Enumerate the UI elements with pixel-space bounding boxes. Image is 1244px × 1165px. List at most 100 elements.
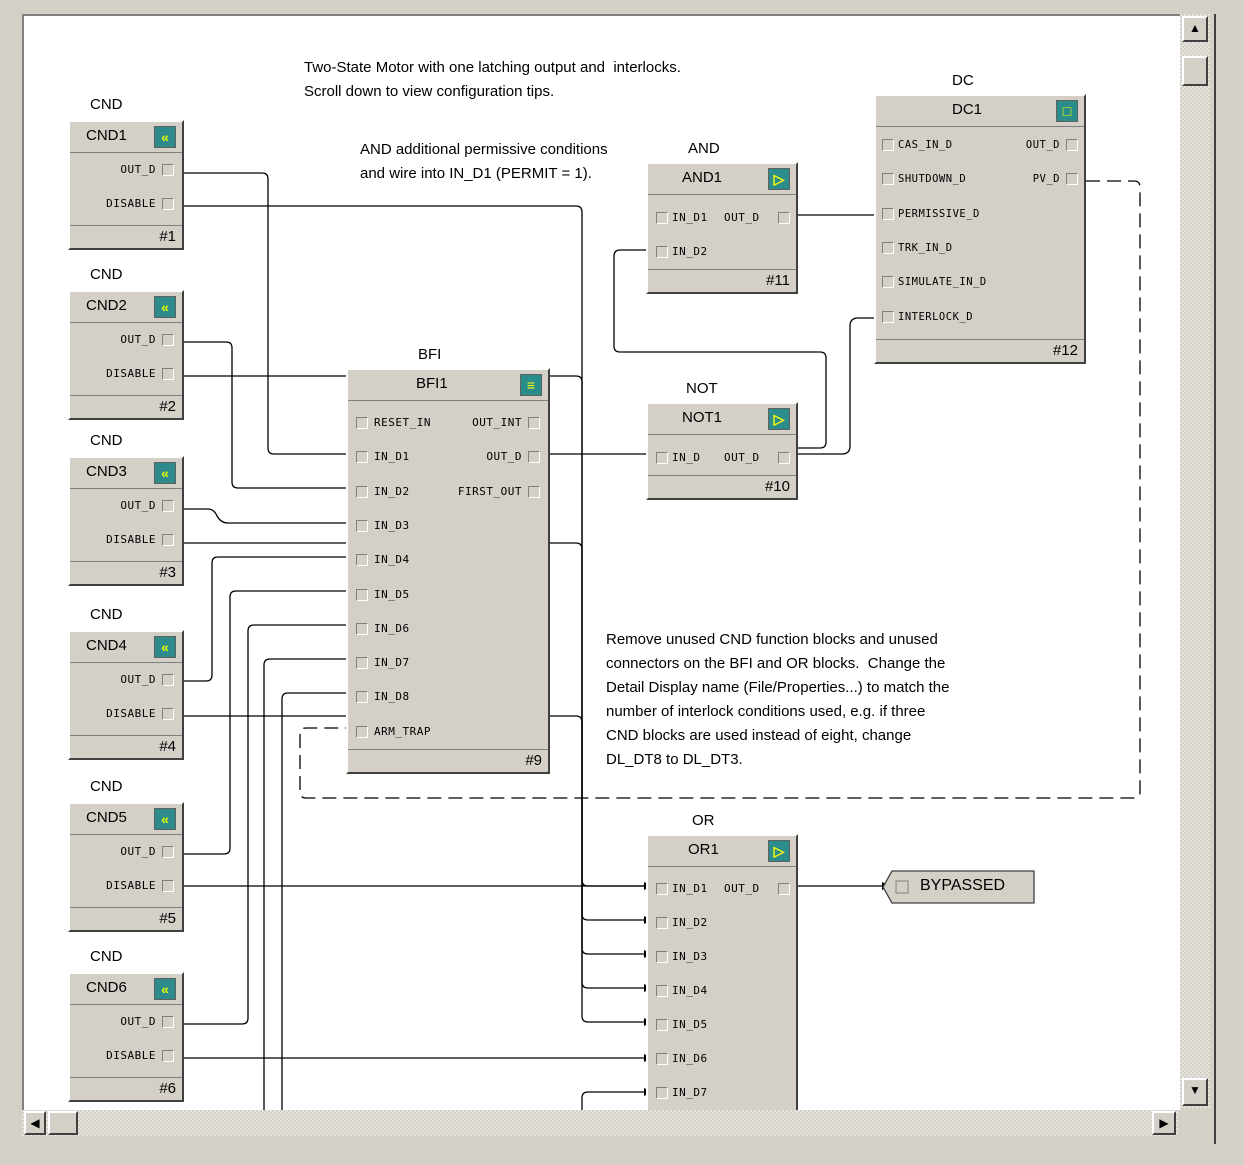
wire: [182, 508, 346, 524]
cnd-pin-out-d: OUT_D: [120, 163, 156, 176]
pin-checkbox[interactable]: [656, 917, 668, 929]
pin-checkbox[interactable]: [882, 276, 894, 289]
tip-line: CND blocks are used instead of eight, ch…: [606, 727, 912, 744]
bfi-block-number: #9: [525, 752, 542, 769]
wire: [796, 317, 874, 455]
pin-checkbox[interactable]: [528, 451, 540, 464]
cnd-block-number: #3: [159, 564, 176, 581]
diagram-canvas[interactable]: Two-State Motor with one latching output…: [22, 14, 1180, 1110]
scroll-down-button[interactable]: ▼: [1182, 1078, 1208, 1106]
cnd-type-label: CND: [90, 778, 123, 795]
not-type-label: NOT: [686, 380, 718, 397]
pin-checkbox[interactable]: [162, 880, 174, 892]
pin-checkbox[interactable]: [356, 554, 368, 567]
pin-checkbox[interactable]: [162, 534, 174, 546]
pin-checkbox[interactable]: [882, 207, 894, 220]
pin-checkbox[interactable]: [162, 198, 174, 210]
horizontal-scrollbar[interactable]: ◀ ▶: [22, 1110, 1178, 1136]
cnd-pin-out-d: OUT_D: [120, 673, 156, 686]
pin-checkbox[interactable]: [656, 951, 668, 963]
bypassed-connector[interactable]: [882, 870, 1036, 904]
pin-checkbox[interactable]: [356, 725, 368, 738]
pin-checkbox[interactable]: [162, 368, 174, 380]
pin-checkbox[interactable]: [882, 173, 894, 186]
and-note-line2: and wire into IN_D1 (PERMIT = 1).: [360, 165, 592, 182]
condition-icon: «: [154, 296, 176, 318]
pin-checkbox[interactable]: [778, 883, 790, 895]
vertical-scroll-thumb[interactable]: [1182, 56, 1208, 86]
bfi-input-pin: IN_D1: [374, 450, 410, 464]
pin-checkbox[interactable]: [162, 1016, 174, 1028]
horizontal-scroll-thumb[interactable]: [48, 1111, 78, 1135]
tip-line: DL_DT8 to DL_DT3.: [606, 751, 743, 768]
pin-checkbox[interactable]: [162, 334, 174, 346]
and-block[interactable]: AND1 ▷ IN_D1 OUT_D IN_D2 #11: [646, 162, 798, 294]
not-pin-out-d: OUT_D: [724, 451, 760, 464]
not-gate-icon: ▷: [768, 408, 790, 430]
pin-checkbox[interactable]: [356, 691, 368, 704]
pin-checkbox[interactable]: [356, 519, 368, 532]
pin-checkbox[interactable]: [656, 985, 668, 997]
cnd-type-label: CND: [90, 606, 123, 623]
pin-checkbox[interactable]: [162, 708, 174, 720]
pin-checkbox[interactable]: [656, 1053, 668, 1065]
vertical-scrollbar[interactable]: ▲ ▼: [1180, 14, 1210, 1108]
pin-checkbox[interactable]: [356, 657, 368, 670]
pin-checkbox[interactable]: [162, 674, 174, 686]
cnd-pin-out-d: OUT_D: [120, 1015, 156, 1028]
pin-checkbox[interactable]: [1066, 139, 1078, 151]
pin-checkbox[interactable]: [1066, 173, 1078, 186]
bfi-input-pin: ARM_TRAP: [374, 724, 431, 738]
wire: [613, 249, 827, 449]
pin-checkbox[interactable]: [656, 452, 668, 464]
scroll-up-button[interactable]: ▲: [1182, 16, 1208, 42]
pin-checkbox[interactable]: [778, 452, 790, 464]
or-input-pin: IN_D4: [672, 984, 708, 997]
bfi-input-pin: IN_D6: [374, 621, 410, 635]
pin-checkbox[interactable]: [162, 1050, 174, 1062]
pin-checkbox[interactable]: [162, 500, 174, 512]
pin-checkbox[interactable]: [656, 246, 668, 258]
pin-checkbox[interactable]: [356, 417, 368, 429]
pin-checkbox[interactable]: [656, 212, 668, 224]
pin-checkbox[interactable]: [656, 1087, 668, 1099]
condition-icon: «: [154, 462, 176, 484]
pin-checkbox[interactable]: [656, 883, 668, 895]
scroll-right-button[interactable]: ▶: [1152, 1111, 1176, 1135]
pin-checkbox[interactable]: [356, 451, 368, 464]
pin-checkbox[interactable]: [528, 485, 540, 498]
pin-checkbox[interactable]: [162, 846, 174, 858]
pin-checkbox[interactable]: [778, 212, 790, 224]
pin-checkbox[interactable]: [356, 485, 368, 498]
not-block[interactable]: NOT1 ▷ IN_D OUT_D #10: [646, 402, 798, 500]
bfi-block-name: BFI1: [416, 375, 448, 392]
wire: [182, 341, 346, 489]
cnd-block-name: CND3: [86, 463, 127, 480]
cnd-block-name: CND2: [86, 297, 127, 314]
pin-checkbox[interactable]: [356, 622, 368, 635]
pin-checkbox[interactable]: [528, 417, 540, 429]
or-input-pin: IN_D5: [672, 1018, 708, 1031]
pin-checkbox[interactable]: [882, 241, 894, 254]
pin-checkbox[interactable]: [882, 310, 894, 323]
pin-checkbox[interactable]: [356, 588, 368, 601]
or-block-name: OR1: [688, 841, 719, 858]
bfi-icon: ≡: [520, 374, 542, 396]
wire: [182, 172, 346, 455]
pin-checkbox[interactable]: [162, 164, 174, 176]
pin-checkbox[interactable]: [882, 139, 894, 151]
or-output-pin: OUT_D: [724, 882, 760, 895]
wire: [182, 556, 346, 682]
pin-checkbox[interactable]: [656, 1019, 668, 1031]
and-note-line1: AND additional permissive conditions: [360, 141, 608, 158]
scroll-left-button[interactable]: ◀: [24, 1111, 46, 1135]
